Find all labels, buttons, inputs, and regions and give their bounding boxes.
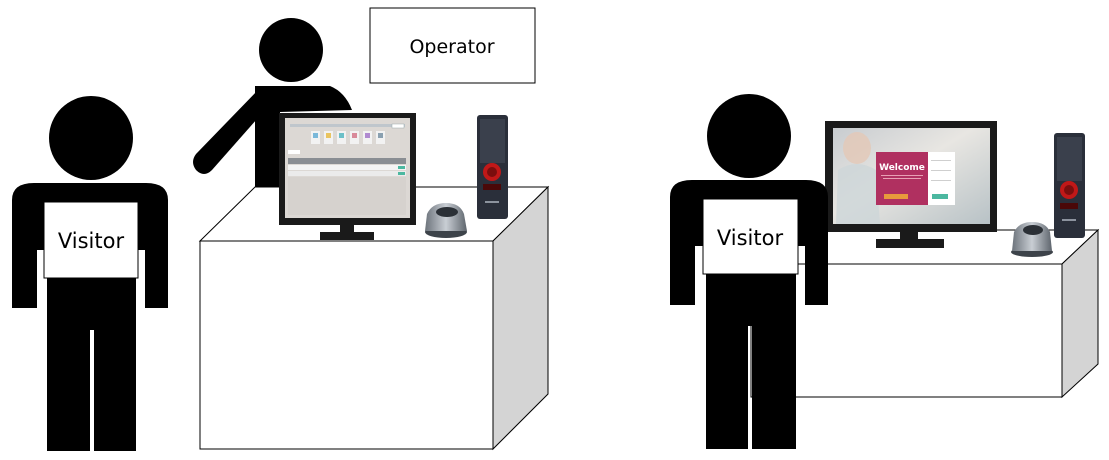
visitor-label: Visitor <box>717 226 784 250</box>
card-reader-right <box>1054 133 1085 238</box>
visitor-badge <box>43 201 139 279</box>
counter-front <box>750 263 1063 398</box>
fingerprint-scanner-left <box>425 203 467 238</box>
fingerprint-scanner-right <box>1011 222 1053 257</box>
monitor-right: Welcome <box>825 121 997 248</box>
monitor-stand-base <box>876 239 944 248</box>
visitor-head <box>49 96 133 180</box>
visitor-head <box>707 94 791 178</box>
visitor-figure-right: Visitor <box>670 94 828 449</box>
visitor-figure-left: Visitor <box>12 96 168 451</box>
monitor-left <box>279 113 416 240</box>
visitor-label: Visitor <box>58 229 125 253</box>
scene-self-service: Welcome <box>670 94 1100 449</box>
operator-label: Operator <box>409 36 494 58</box>
card-reader-left <box>477 115 508 219</box>
counter-desk-right <box>749 228 1100 399</box>
screen-table <box>288 150 406 215</box>
screen-tiles <box>290 123 405 144</box>
login-panel <box>928 152 955 205</box>
monitor-stand-base <box>320 232 374 240</box>
counter-desk-left <box>198 185 550 451</box>
monitor-stand-neck <box>340 224 354 234</box>
welcome-card: Welcome <box>876 152 928 205</box>
counter-front <box>199 240 494 450</box>
operator-arm <box>193 90 272 174</box>
welcome-title: Welcome <box>879 163 925 173</box>
operator-head <box>259 18 323 82</box>
operator-label-box: Operator <box>369 7 536 84</box>
visitor-badge <box>702 198 799 275</box>
scene-operator-assisted: Operator <box>12 7 550 451</box>
